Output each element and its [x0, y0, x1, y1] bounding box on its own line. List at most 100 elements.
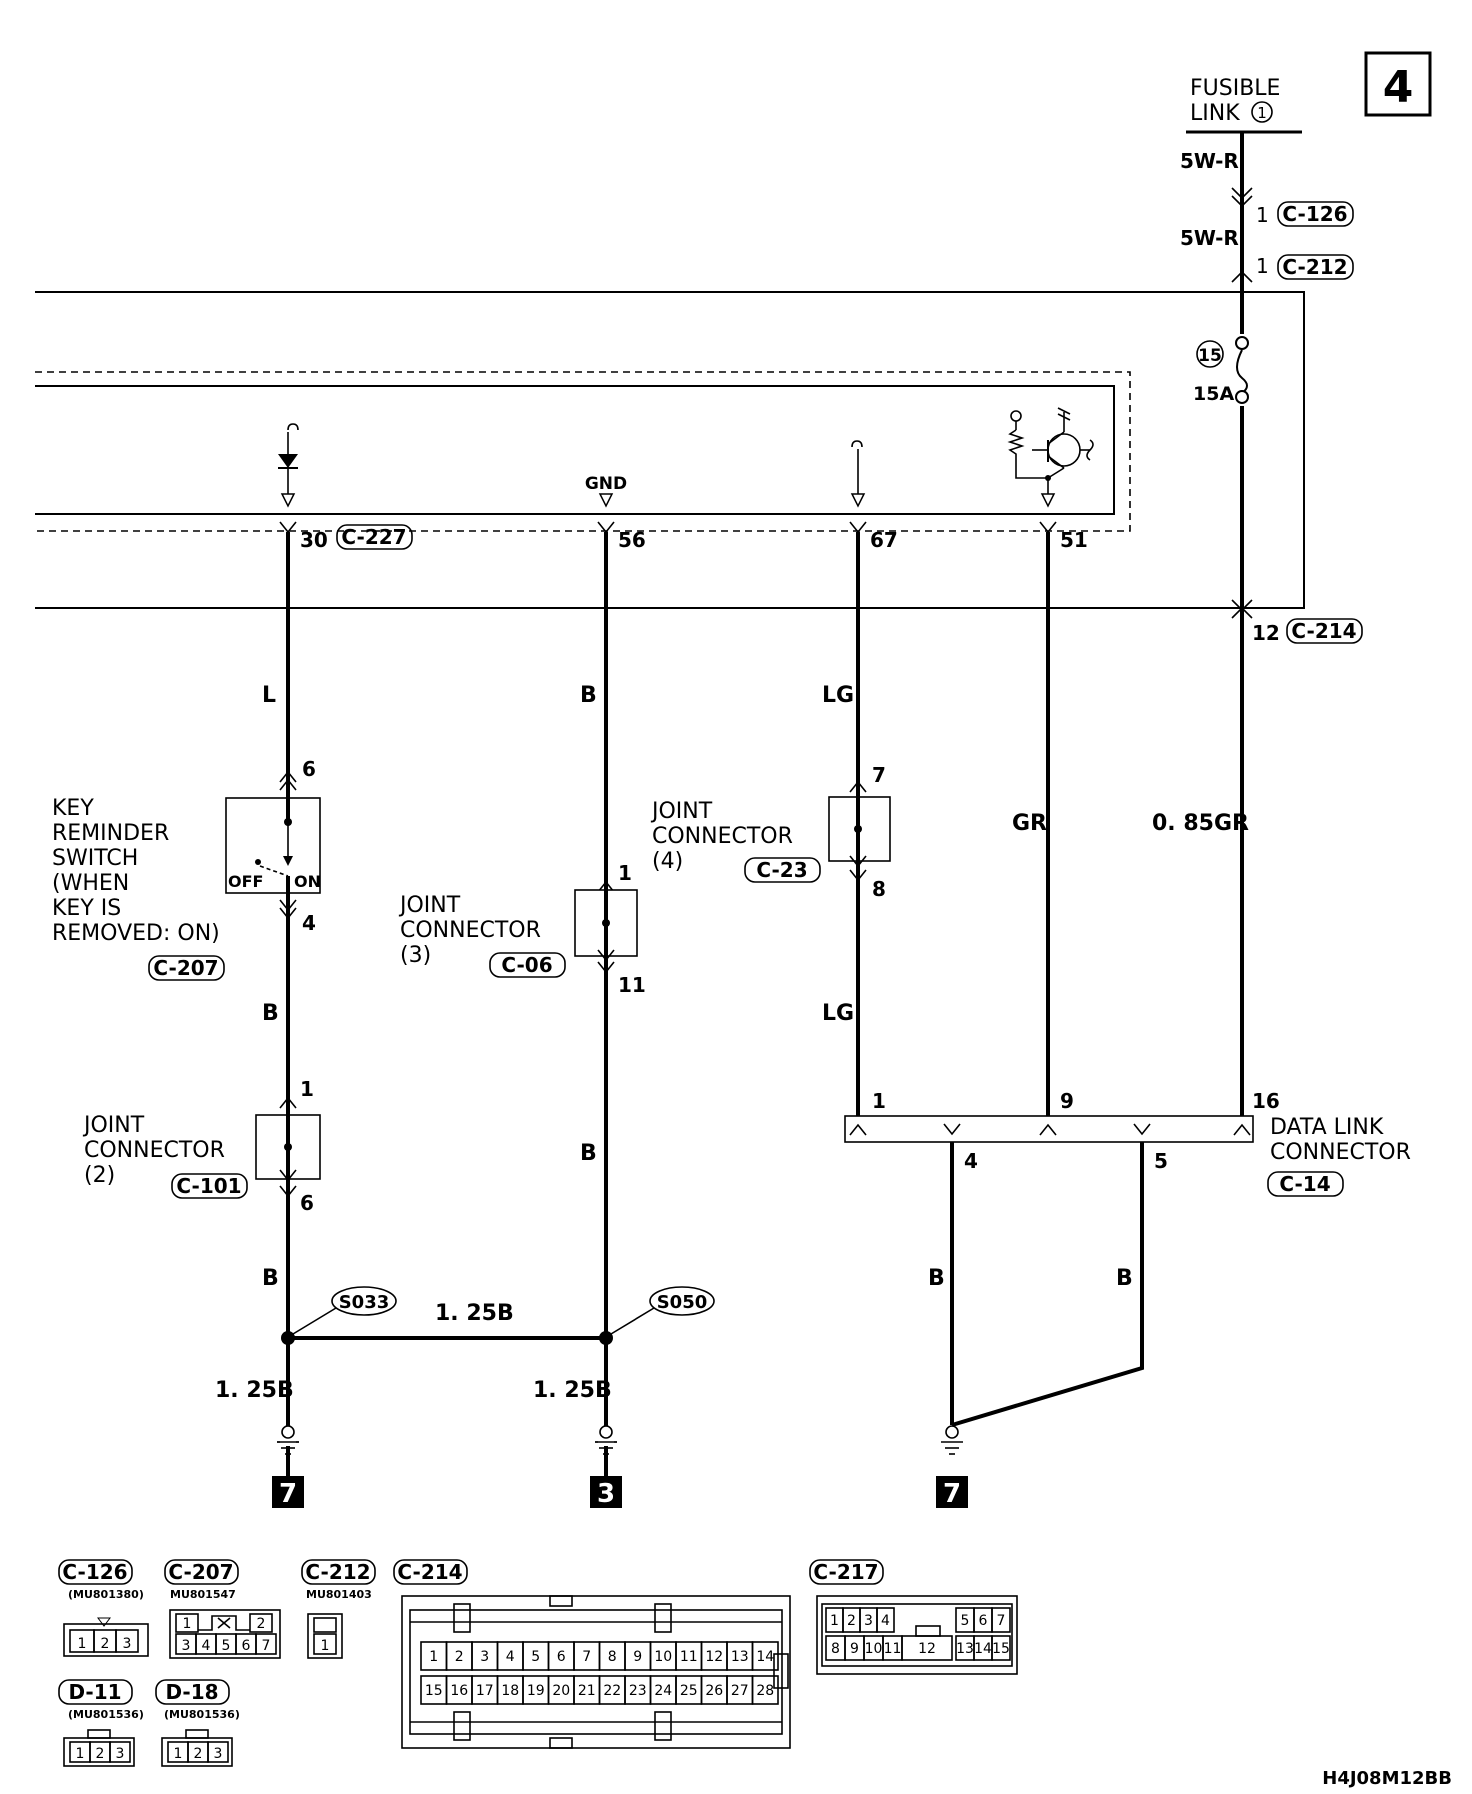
jc3-label-3: (3)	[400, 943, 431, 968]
cv-c126-pin3: 3	[123, 1636, 132, 1652]
key-reminder-switch: OFF ON 6 4 KEY REMINDER SWITCH (WHEN KEY…	[52, 757, 321, 981]
connector-view-c126: C-126 (MU801380) 1 2 3	[58, 1559, 149, 1657]
cv-c212-name: C-212	[305, 1560, 370, 1584]
krs-label-1: KEY	[52, 796, 94, 821]
c214-pin-9: 9	[633, 1649, 642, 1665]
pin-51: 51	[1060, 528, 1088, 552]
pin-12: 12	[1252, 621, 1280, 645]
c217-pin-9: 9	[850, 1641, 859, 1657]
ref-c23: C-23	[756, 858, 807, 882]
c214-pin-20: 20	[552, 1683, 570, 1699]
ecu-dashed-boundary	[35, 371, 1131, 532]
c214-pin-17: 17	[476, 1683, 494, 1699]
fuse-number: 15	[1198, 346, 1222, 366]
c214-pin-26: 26	[705, 1683, 723, 1699]
c214-pin-8: 8	[608, 1649, 617, 1665]
ref-c14: C-14	[1279, 1172, 1330, 1196]
c214-pin-21: 21	[578, 1683, 596, 1699]
c217-pin-1: 1	[830, 1613, 839, 1629]
splice-link: 1. 25B S033 S050	[281, 1286, 715, 1345]
wire-dlc-5	[951, 1142, 1144, 1427]
wire-label-jc4-lg: LG	[822, 1001, 854, 1026]
cv-d18-pin1: 1	[174, 1746, 183, 1762]
wire-label-l: L	[262, 683, 276, 708]
fusible-link-label: FUSIBLE	[1190, 76, 1280, 101]
pin-dlc-1: 1	[872, 1089, 886, 1113]
c214-pin-10: 10	[654, 1649, 672, 1665]
c217-pin-10: 10	[865, 1641, 883, 1657]
c217-pin-14: 14	[974, 1641, 992, 1657]
connector-mark-c212: 1 C-212	[1231, 254, 1354, 283]
fuse-15: 15 15A	[1193, 318, 1254, 406]
pin-krs-4: 4	[302, 911, 316, 935]
cv-c207-b3: 3	[182, 1638, 191, 1654]
c214-pin-2: 2	[455, 1649, 464, 1665]
c217-pin-15: 15	[992, 1641, 1010, 1657]
c214-pin-7: 7	[582, 1649, 591, 1665]
c214-pin-24: 24	[654, 1683, 672, 1699]
pin-jc3-11: 11	[618, 973, 646, 997]
ecu-inner-box	[35, 385, 1115, 515]
krs-label-5: KEY IS	[52, 896, 121, 921]
cv-d11-part: (MU801536)	[68, 1708, 144, 1721]
wire-label-dlc5-b: B	[1116, 1266, 1133, 1291]
fusible-link: FUSIBLE LINK 1	[1186, 76, 1302, 134]
pin-jc4-8: 8	[872, 877, 886, 901]
ecu-boundary	[35, 291, 1305, 609]
wire-label-51-gr: GR	[1012, 811, 1047, 836]
ecu-internal-67	[850, 440, 866, 508]
c214-pin-15: 15	[425, 1683, 443, 1699]
switch-on-label: ON	[294, 872, 321, 891]
cv-c126-part: (MU801380)	[68, 1588, 144, 1601]
c214-pin-28-cell	[751, 1675, 779, 1705]
c214-pin-12: 12	[705, 1649, 723, 1665]
dlc-label-2: CONNECTOR	[1270, 1140, 1411, 1165]
pin-67: 67	[870, 528, 898, 552]
cv-d11-pin3: 3	[116, 1746, 125, 1762]
cv-d18-pin3: 3	[214, 1746, 223, 1762]
splice-s033: S033	[339, 1292, 390, 1313]
c214-pin-1: 1	[429, 1649, 438, 1665]
fusible-link-label-2: LINK	[1190, 101, 1240, 126]
wire-label-dlc4-b: B	[928, 1266, 945, 1291]
c217-pin-15-cell	[991, 1635, 1011, 1661]
joint-connector-4: 7 8 JOINT CONNECTOR (4) C-23	[650, 763, 891, 901]
cv-c126-name: C-126	[62, 1560, 127, 1584]
c214-pin-3: 3	[480, 1649, 489, 1665]
krs-label-3: SWITCH	[52, 846, 138, 871]
page-number: 4	[1383, 62, 1414, 113]
c217-pin-5: 5	[961, 1613, 970, 1629]
ground-2: 3	[590, 1425, 622, 1509]
pin-jc4-7: 7	[872, 763, 886, 787]
c214-pin-19: 19	[527, 1683, 545, 1699]
cv-d11-pin2: 2	[96, 1746, 105, 1762]
c217-pin-4-cell	[876, 1607, 895, 1633]
page-number-box: 4	[1364, 51, 1432, 117]
c214-pin-18: 18	[501, 1683, 519, 1699]
wire-label-s050-down: 1. 25B	[533, 1378, 612, 1403]
c217-pin-7: 7	[997, 1613, 1006, 1629]
cv-c207-b6: 6	[242, 1638, 251, 1654]
c214-pin-28: 28	[756, 1683, 774, 1699]
cv-d11-pin1: 1	[76, 1746, 85, 1762]
ref-c212: C-212	[1282, 255, 1347, 279]
gnd-label: GND	[585, 474, 627, 494]
ref-c214: C-214	[1291, 619, 1356, 643]
wire-label-5wr-1: 5W-R	[1180, 149, 1239, 173]
wire-label-jc2-b: B	[262, 1266, 279, 1291]
krs-label-2: REMINDER	[52, 821, 169, 846]
ref-c126: C-126	[1282, 202, 1347, 226]
jc4-label-2: CONNECTOR	[652, 824, 793, 849]
connector-view-d11: D-11 (MU801536) 1 2 3	[58, 1679, 144, 1767]
c214-pin-14-cell	[751, 1641, 779, 1671]
dlc-label-1: DATA LINK	[1270, 1115, 1384, 1140]
ground-3: 7	[936, 1425, 968, 1509]
cv-c214-name: C-214	[397, 1560, 462, 1584]
wire-label-jc3-b: B	[580, 1141, 597, 1166]
wire-label-5wr-2: 5W-R	[1180, 226, 1239, 250]
jc4-label-3: (4)	[652, 849, 683, 874]
c217-pin-2: 2	[847, 1613, 856, 1629]
c214-pin-27: 27	[731, 1683, 749, 1699]
c214-pin-16: 16	[450, 1683, 468, 1699]
